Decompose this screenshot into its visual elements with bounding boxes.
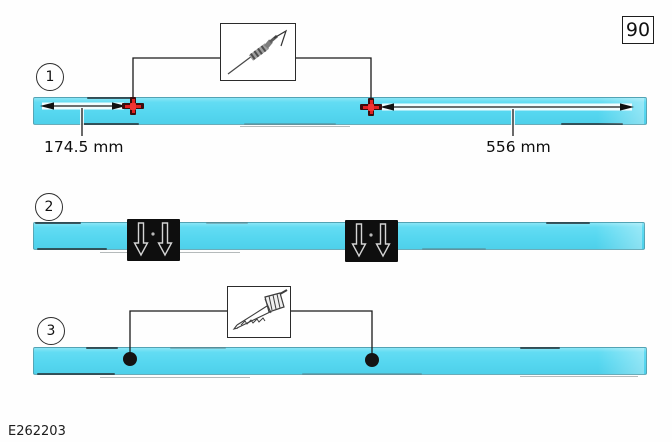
scriber-awl-icon [227, 29, 288, 75]
panel-edge-mark [520, 347, 560, 349]
drill-bit-icon [232, 289, 288, 330]
dimension-label-left: 174.5 mm [44, 138, 124, 156]
drill-tool-callout [227, 286, 291, 338]
press-mark-callout-left [127, 219, 180, 261]
step-2-number: 2 [35, 193, 63, 221]
scriber-tool-callout [220, 23, 296, 81]
panel-edge-mark [561, 123, 623, 125]
panel-edge-mark [86, 347, 118, 349]
panel-edge-mark [35, 222, 81, 224]
press-down-arrows-icon [351, 223, 391, 258]
panel-edge-mark [302, 373, 422, 375]
panel-edge-mark [37, 248, 107, 250]
step-1-label: 1 [45, 69, 55, 85]
panel-edge-mark [546, 222, 590, 224]
cross-center [130, 102, 136, 110]
panel-edge-mark [37, 373, 115, 375]
drilled-hole-left [123, 352, 137, 366]
panel-edge-mark [244, 123, 336, 125]
panel-edge-mark [422, 248, 486, 250]
cross-center [368, 103, 374, 111]
panel-bar-step-2 [33, 222, 645, 250]
panel-edge-mark [206, 222, 248, 224]
image-id: E262203 [8, 424, 66, 439]
panel-shadow [100, 377, 250, 378]
drilled-hole-right [365, 353, 379, 367]
panel-edge-mark [87, 97, 135, 99]
step-1-number: 1 [36, 63, 64, 91]
panel-edge-mark [170, 347, 226, 349]
step-3-number: 3 [37, 317, 65, 345]
panel-edge-mark [81, 123, 139, 125]
step-3-label: 3 [46, 323, 56, 339]
scribe-cross-mark-left [122, 97, 144, 115]
dimension-label-right: 556 mm [486, 138, 551, 156]
figure-number: 90 [625, 19, 651, 41]
press-mark-callout-right [345, 220, 398, 262]
figure-number-box: 90 [622, 16, 654, 44]
scribe-cross-mark-right [360, 98, 382, 116]
step-2-label: 2 [44, 199, 54, 215]
panel-shadow [520, 376, 638, 377]
press-down-arrows-icon [133, 222, 173, 257]
panel-shadow [240, 126, 350, 127]
